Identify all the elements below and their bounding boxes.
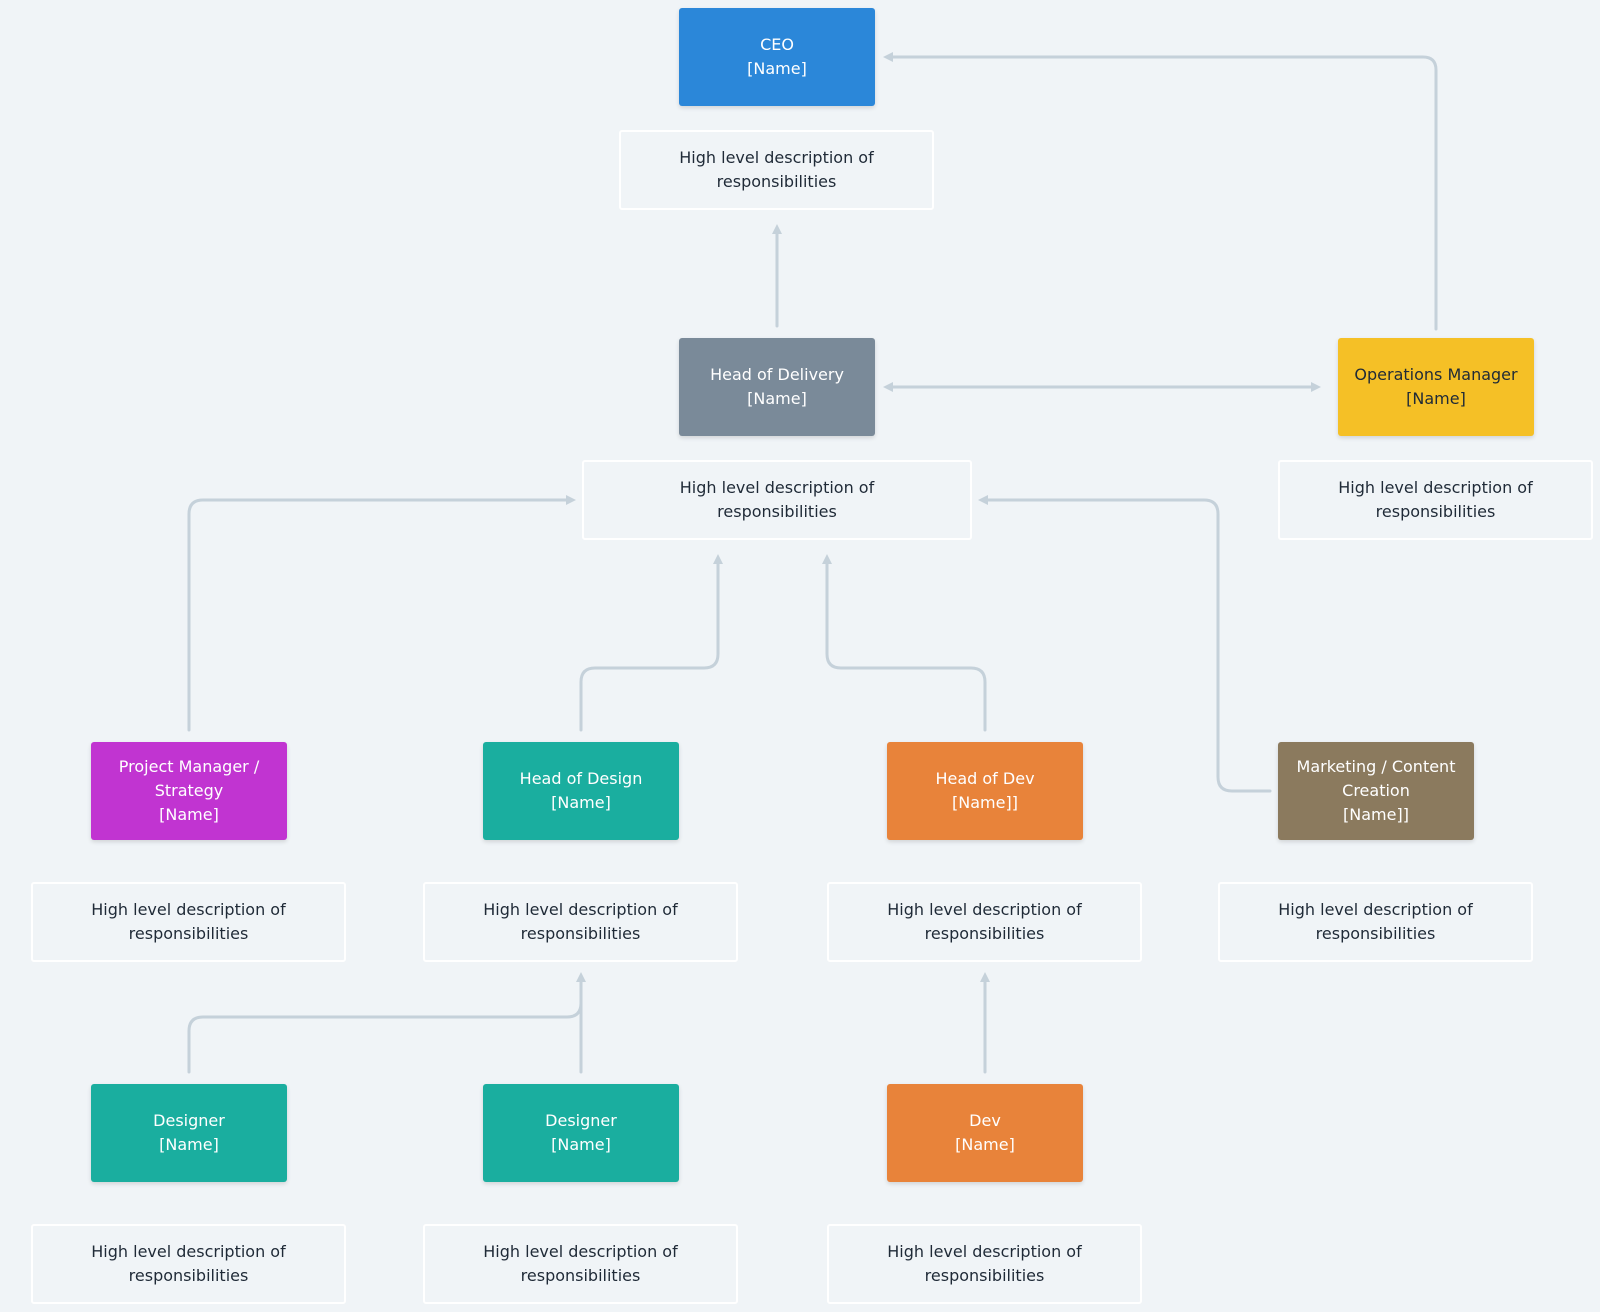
- head-of-design-name: [Name]: [551, 793, 611, 812]
- marketing-content-name: [Name]]: [1343, 805, 1409, 824]
- head-of-delivery-title: Head of Delivery: [710, 365, 844, 384]
- project-manager-title-line1: Project Manager /: [118, 757, 260, 776]
- connector-pm-to-delivery: [187, 495, 576, 732]
- head-of-dev-title: Head of Dev: [935, 769, 1035, 788]
- ceo-name: [Name]: [747, 59, 807, 78]
- ceo-card[interactable]: CEO [Name]: [679, 8, 875, 106]
- head-of-delivery-description: High level description of responsibiliti…: [582, 460, 972, 540]
- head-of-dev-name: [Name]]: [952, 793, 1018, 812]
- dev-name: [Name]: [955, 1135, 1015, 1154]
- dev-title: Dev: [969, 1111, 1001, 1130]
- operations-manager-title: Operations Manager: [1354, 365, 1518, 384]
- connector-marketing-to-delivery: [978, 495, 1272, 793]
- head-of-design-card[interactable]: Head of Design [Name]: [483, 742, 679, 840]
- connector-design-to-delivery: [579, 554, 723, 732]
- dev-card[interactable]: Dev [Name]: [887, 1084, 1083, 1182]
- ceo-description: High level description of responsibiliti…: [619, 130, 934, 210]
- designer-1-title: Designer: [153, 1111, 225, 1130]
- designer-2-description: High level description of responsibiliti…: [423, 1224, 738, 1304]
- connector-designer1-to-design: [187, 1001, 583, 1074]
- marketing-content-card[interactable]: Marketing / Content Creation [Name]]: [1278, 742, 1474, 840]
- connector-operations-to-ceo: [883, 52, 1438, 331]
- head-of-delivery-card[interactable]: Head of Delivery [Name]: [679, 338, 875, 436]
- dev-description: High level description of responsibiliti…: [827, 1224, 1142, 1304]
- designer-1-card[interactable]: Designer [Name]: [91, 1084, 287, 1182]
- designer-2-title: Designer: [545, 1111, 617, 1130]
- operations-manager-name: [Name]: [1406, 389, 1466, 408]
- head-of-dev-description: High level description of responsibiliti…: [827, 882, 1142, 962]
- head-of-dev-card[interactable]: Head of Dev [Name]]: [887, 742, 1083, 840]
- operations-manager-description: High level description of responsibiliti…: [1278, 460, 1593, 540]
- ceo-title: CEO: [760, 35, 794, 54]
- head-of-delivery-name: [Name]: [747, 389, 807, 408]
- marketing-content-description: High level description of responsibiliti…: [1218, 882, 1533, 962]
- head-of-design-description: High level description of responsibiliti…: [423, 882, 738, 962]
- head-of-design-title: Head of Design: [519, 769, 643, 788]
- designer-2-name: [Name]: [551, 1135, 611, 1154]
- project-manager-title-line2: Strategy: [154, 781, 224, 800]
- project-manager-name: [Name]: [159, 805, 219, 824]
- project-manager-card[interactable]: Project Manager / Strategy [Name]: [91, 742, 287, 840]
- operations-manager-card[interactable]: Operations Manager [Name]: [1338, 338, 1534, 436]
- marketing-content-title-line2: Creation: [1342, 781, 1410, 800]
- connector-dev-to-delivery: [822, 554, 987, 732]
- designer-2-card[interactable]: Designer [Name]: [483, 1084, 679, 1182]
- marketing-content-title-line1: Marketing / Content: [1296, 757, 1456, 776]
- designer-1-description: High level description of responsibiliti…: [31, 1224, 346, 1304]
- designer-1-name: [Name]: [159, 1135, 219, 1154]
- project-manager-description: High level description of responsibiliti…: [31, 882, 346, 962]
